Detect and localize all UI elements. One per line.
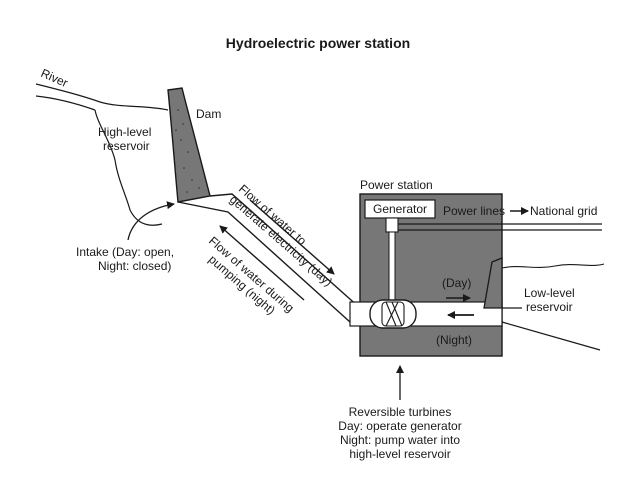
day-label: (Day): [442, 276, 471, 290]
dam: [167, 87, 211, 203]
penstock-top: [209, 193, 361, 309]
power-station-building: [359, 193, 503, 357]
intake-line-1: Intake (Day: open,: [76, 245, 174, 259]
turbine-caption-line-2: Day: operate generator: [338, 419, 461, 433]
river-bank-bottom: [35, 95, 96, 111]
power-station-label: Power station: [360, 178, 433, 192]
turbine-caption-line-1: Reversible turbines: [349, 405, 452, 419]
generator-unit: [385, 217, 399, 233]
intake-line-2: Night: closed): [98, 259, 171, 273]
river-bank-top: [35, 83, 169, 111]
turbine-caption-line-4: high-level reservoir: [349, 447, 450, 461]
high-reservoir-line-2: reservoir: [103, 139, 150, 153]
diagram-title: Hydroelectric power station: [226, 35, 410, 51]
intake-arrow: [127, 201, 175, 241]
low-reservoir-line-2: reservoir: [526, 300, 573, 314]
penstock-bottom: [177, 201, 351, 323]
reversible-turbine: [369, 299, 417, 329]
river-label: River: [39, 66, 70, 90]
power-lines-label: Power lines: [443, 204, 505, 218]
national-grid-label: National grid: [530, 204, 597, 218]
high-reservoir-line-1: High-level: [98, 125, 151, 139]
low-reservoir-line-1: Low-level: [524, 286, 575, 300]
penstock-day-arrow: [249, 199, 335, 275]
lower-dam: [483, 257, 503, 309]
generator-box: [364, 199, 436, 219]
dam-speckles: [175, 109, 200, 193]
dam-label: Dam: [196, 107, 221, 121]
turbine-shaft: [388, 231, 396, 305]
outlet-bottom: [501, 321, 601, 351]
generator-label: Generator: [373, 202, 427, 216]
turbine-caption-line-3: Night: pump water into: [340, 433, 460, 447]
night-label: (Night): [436, 333, 472, 347]
low-reservoir-water: [501, 263, 605, 269]
reservoir-basin: [94, 109, 163, 226]
penstock-night-arrow: [219, 225, 305, 301]
